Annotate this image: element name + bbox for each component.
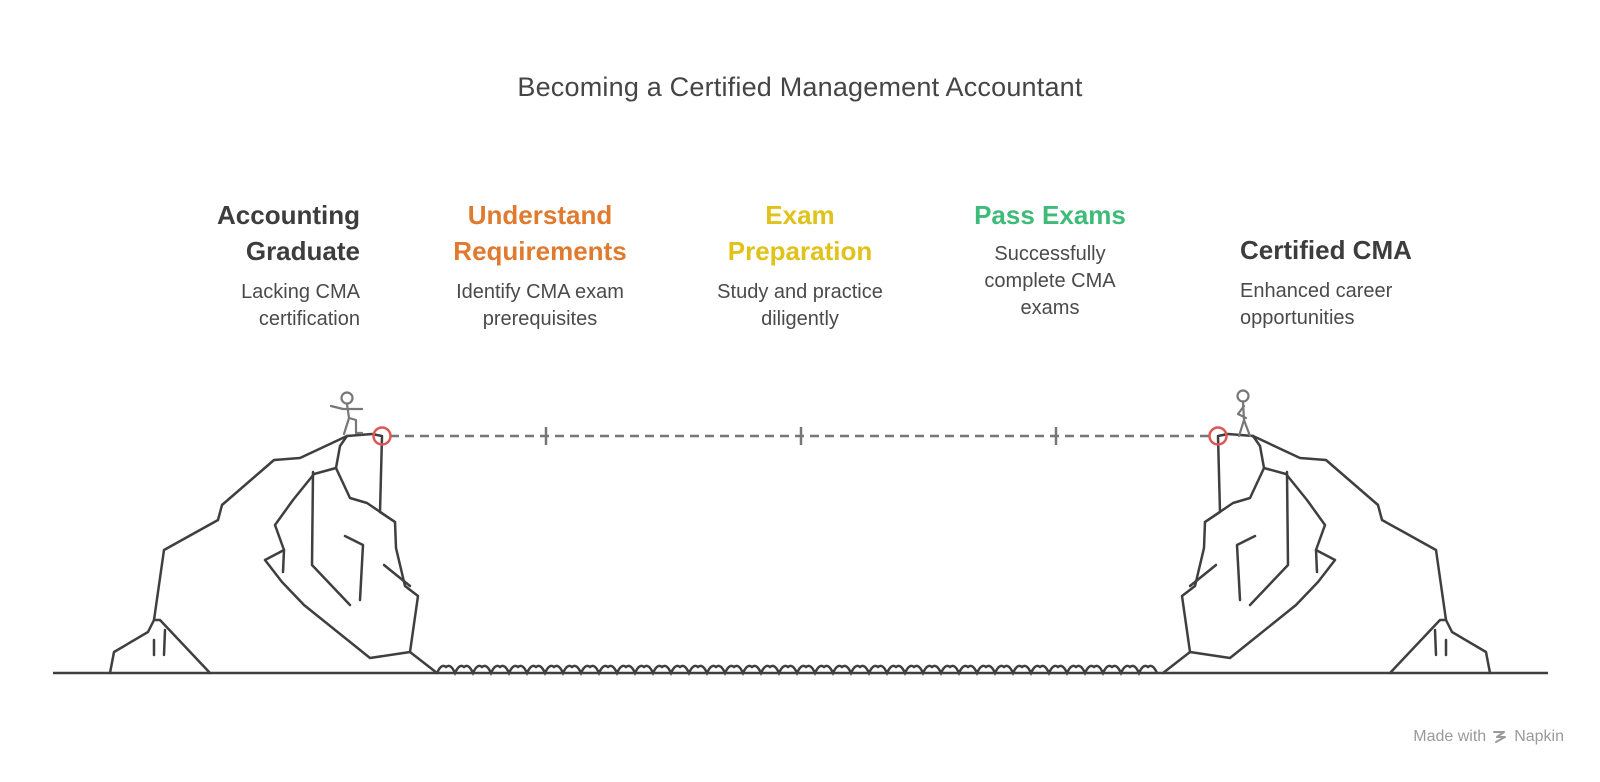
stage-heading-line: Requirements [453,236,627,266]
stage-description-line: certification [258,308,360,330]
stage-heading: Certified CMA [1240,232,1500,268]
water-waves-icon [435,664,1159,677]
cliff-right-icon [1161,432,1492,675]
stage-description-line: Successfully [994,243,1106,265]
stage-heading: Accounting Graduate [160,197,360,269]
stage-description-line: exams [1020,297,1080,319]
anchor-start-icon [372,426,392,446]
napkin-logo-icon [1493,731,1507,743]
stage-description-line: prerequisites [482,308,598,330]
stage-description-line: Identify CMA exam [456,281,624,303]
stage-description: Enhanced career opportunities [1240,278,1500,332]
napkin-credit[interactable]: Made with Napkin [1413,728,1564,746]
stage-description-line: Study and practice [717,281,883,303]
stage-understand-requirements: Understand Requirements Identify CMA exa… [420,197,660,333]
stage-exam-preparation: Exam Preparation Study and practice dili… [680,197,920,333]
credit-brand: Napkin [1514,728,1564,745]
stage-description-line: opportunities [1240,307,1355,329]
stage-description-line: diligently [761,308,839,330]
stage-heading-line: Preparation [727,236,873,266]
credit-prefix: Made with [1413,728,1487,745]
stage-heading-line: Exam [765,200,835,230]
stage-pass-exams: Pass Exams Successfully complete CMA exa… [930,197,1170,322]
stage-description-line: complete CMA [984,270,1116,292]
anchor-end-icon [1208,426,1228,446]
person-climbing-icon [329,391,364,436]
diagram-title: Becoming a Certified Management Accounta… [517,72,1083,102]
cliff-left-icon [108,432,439,675]
stage-description-line: Enhanced career [1240,280,1393,302]
stage-description: Identify CMA exam prerequisites [420,279,660,333]
stage-heading-line: Understand [467,200,613,230]
stage-heading: Understand Requirements [420,197,660,269]
stage-description: Lacking CMA certification [160,279,360,333]
stage-heading-line: Pass Exams [974,200,1126,230]
stage-heading: Exam Preparation [680,197,920,269]
stage-description-line: Lacking CMA [241,281,360,303]
person-standing-icon [1236,389,1252,438]
stage-accounting-graduate: Accounting Graduate Lacking CMA certific… [160,197,360,333]
stage-description: Successfully complete CMA exams [930,241,1170,322]
stage-description: Study and practice diligently [680,279,920,333]
stage-heading-line: Accounting [217,200,360,230]
stage-heading: Pass Exams [930,197,1170,233]
stage-certified-cma: Certified CMA Enhanced career opportunit… [1240,232,1500,332]
stage-heading-line: Certified CMA [1240,235,1412,265]
stage-heading-line: Graduate [245,236,360,266]
